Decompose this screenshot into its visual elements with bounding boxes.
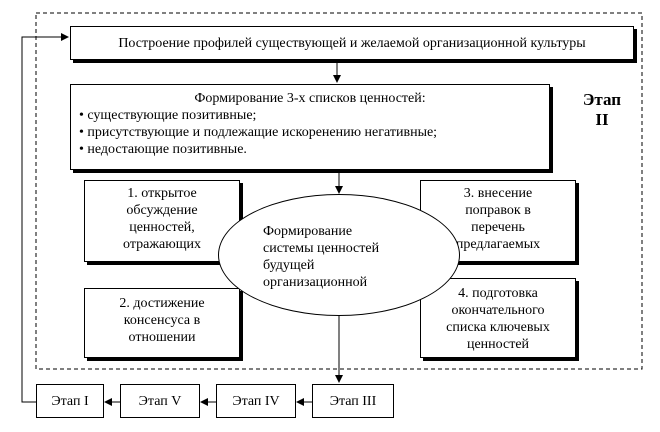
- value-list-item: • недостающие позитивные.: [79, 142, 247, 157]
- value-lists-box: Формирование 3-х списков ценностей: • су…: [70, 84, 550, 170]
- value-lists-title: Формирование 3-х списков ценностей:: [194, 91, 426, 106]
- culture-profiles-text: Построение профилей существующей и желае…: [118, 35, 586, 51]
- feedback-loop-arrow: [21, 33, 69, 403]
- stage-i-box: Этап I: [36, 384, 104, 418]
- value-system-ellipse: Формирование системы ценностей будущей о…: [218, 194, 460, 316]
- stage-ii-label: Этап II: [582, 90, 622, 129]
- step-4-box: 4. подготовка окончательного списка ключ…: [420, 278, 576, 358]
- stage-v-box: Этап V: [120, 384, 200, 418]
- stage-iii-box: Этап III: [312, 384, 394, 418]
- step-1-box: 1. открытое обсуждение ценностей, отража…: [84, 180, 240, 262]
- stage-iv-box: Этап IV: [216, 384, 296, 418]
- value-list-item: • присутствующие и подлежащие искоренени…: [79, 125, 438, 140]
- culture-profiles-box: Построение профилей существующей и желае…: [70, 26, 634, 60]
- value-list-item: • существующие позитивные;: [79, 108, 257, 123]
- step-2-box: 2. достижение консенсуса в отношении: [84, 288, 240, 358]
- stage-ii-dashed-frame: [35, 12, 643, 370]
